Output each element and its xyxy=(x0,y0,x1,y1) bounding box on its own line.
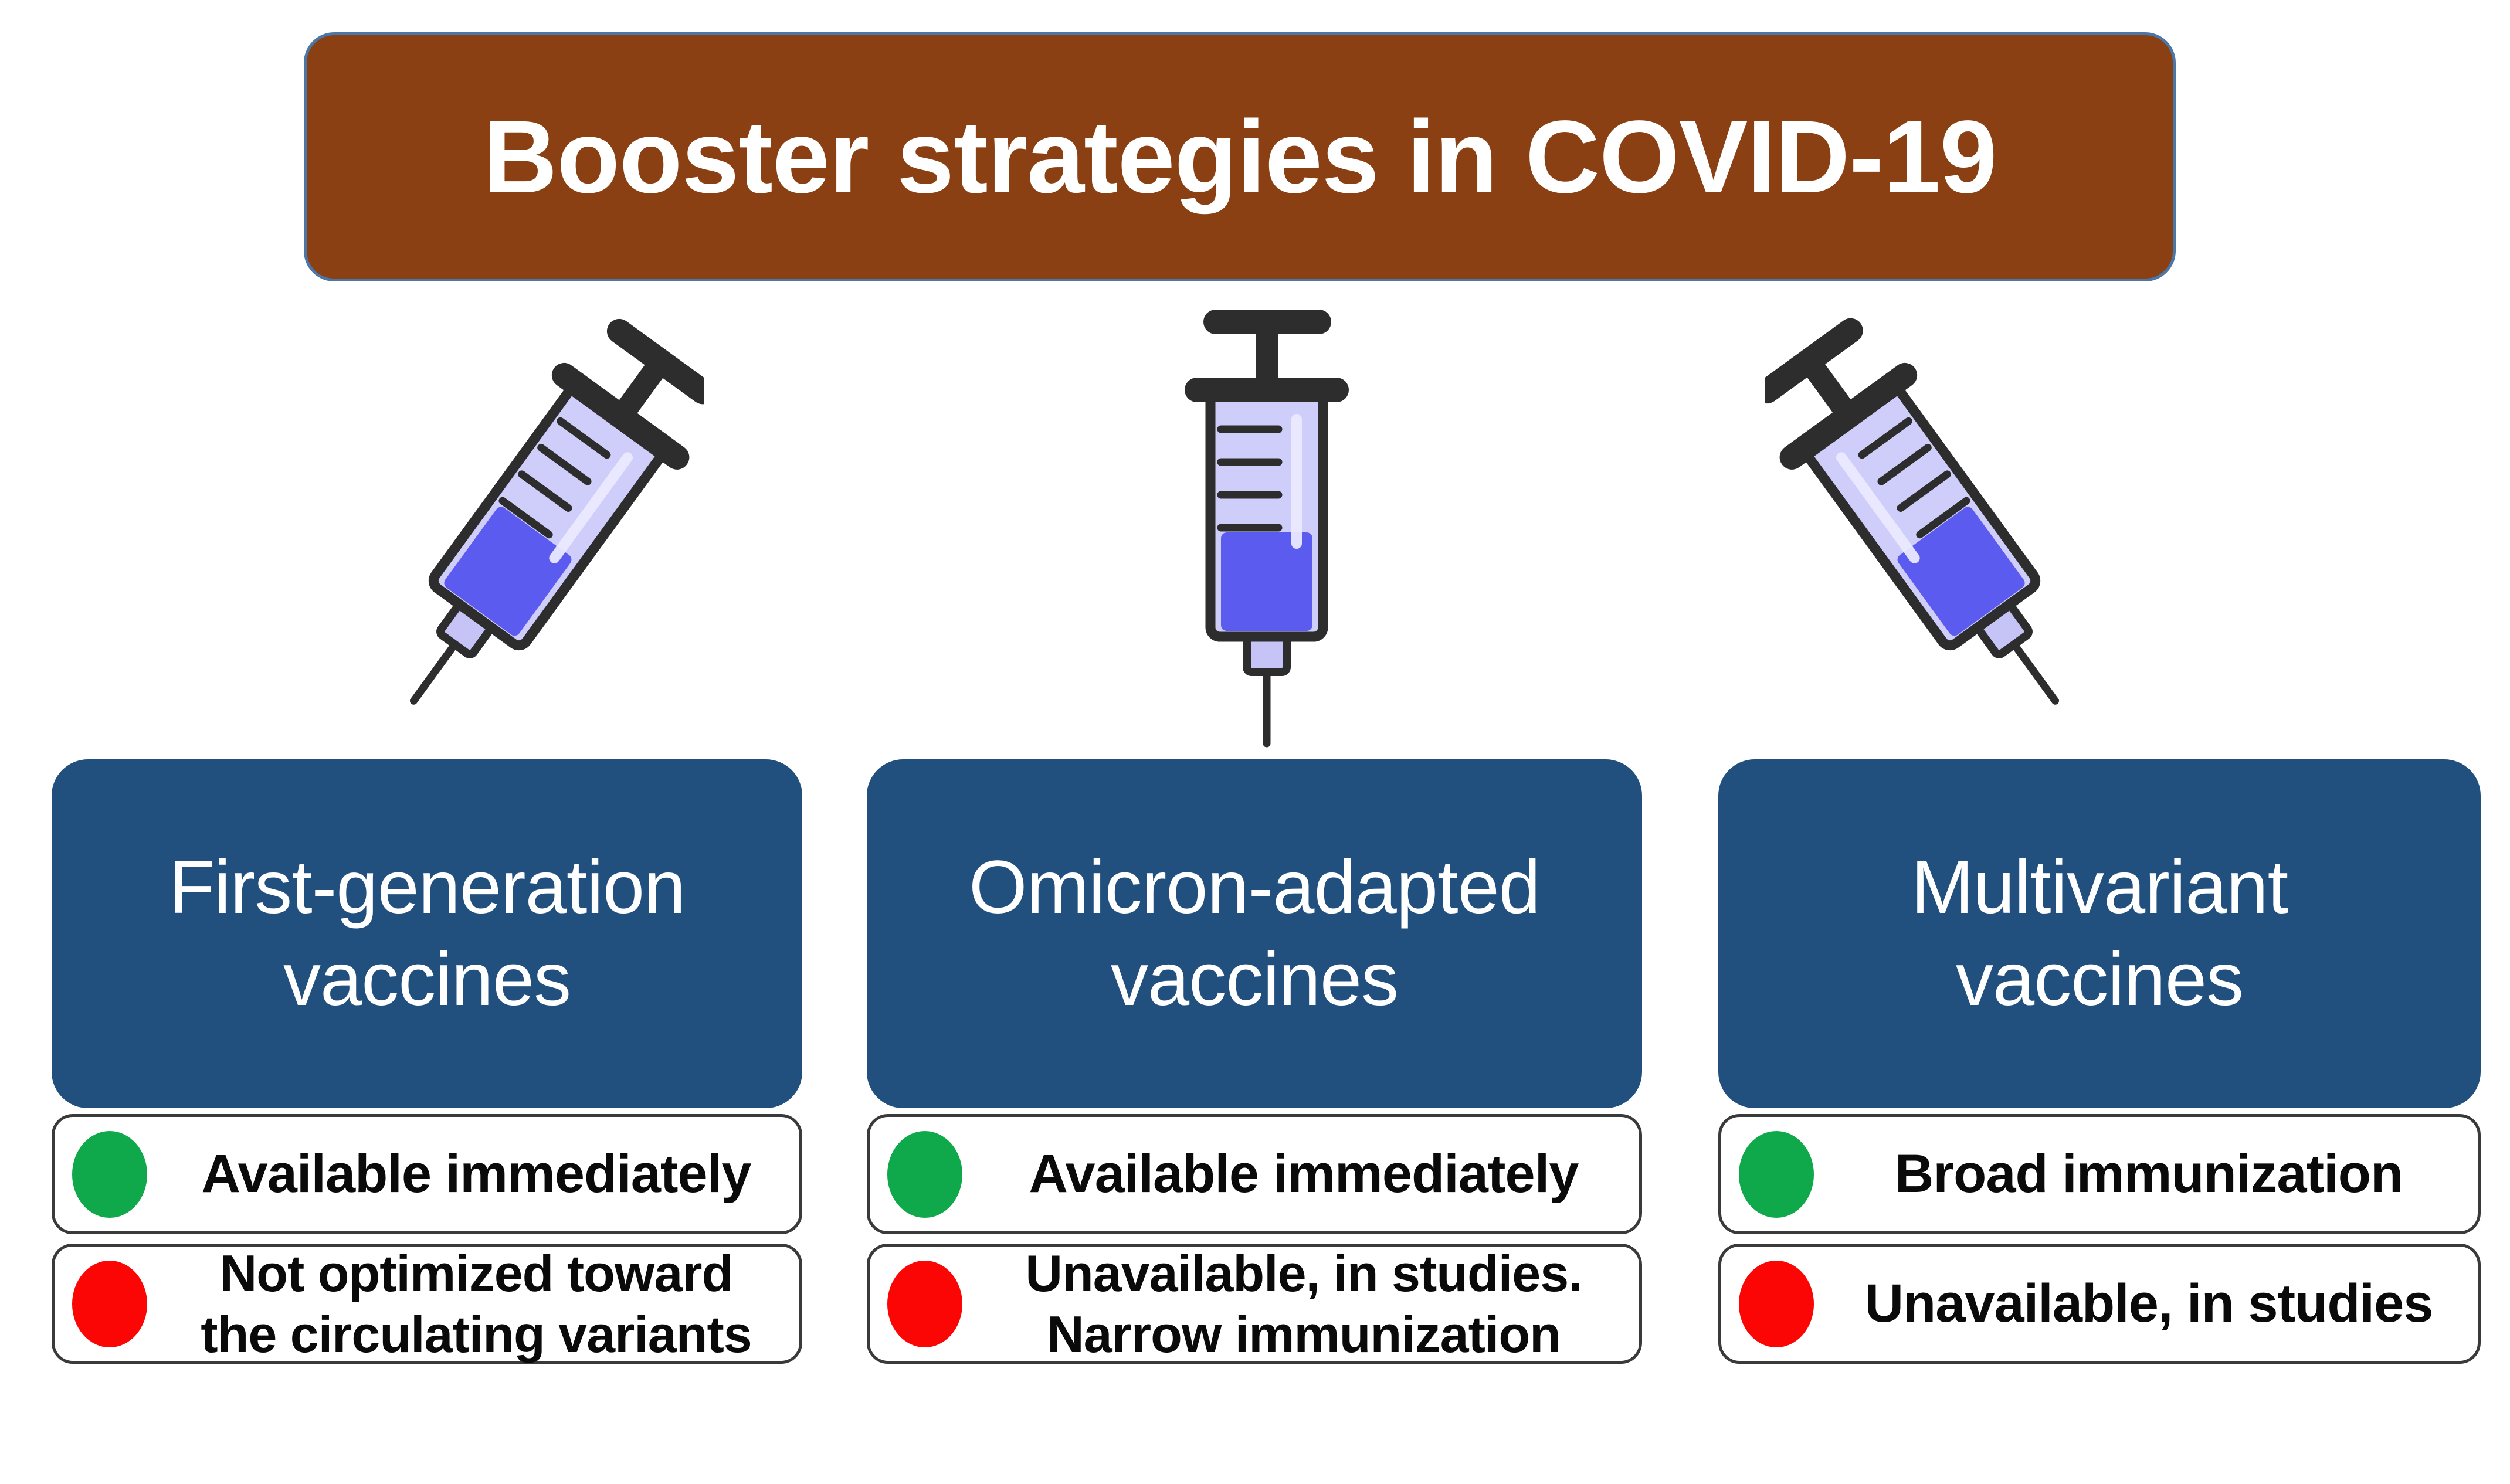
green-status-dot-icon xyxy=(1739,1130,1814,1218)
category-label-line1: Omicron-adapted xyxy=(969,845,1541,930)
bullet-text: Available immediately xyxy=(201,1144,752,1204)
page-title: Booster strategies in COVID-19 xyxy=(483,99,1997,215)
bullet-text-line1: Not optimized toward xyxy=(219,1244,734,1302)
category-label-line2: vaccines xyxy=(1111,937,1399,1021)
red-status-dot-icon xyxy=(887,1260,962,1347)
green-status-dot-icon xyxy=(72,1130,147,1218)
red-status-dot-icon xyxy=(1739,1260,1814,1347)
bullet-box-negative[interactable]: Unavailable, in studies xyxy=(1718,1244,2481,1364)
strategy-column-omicron-adapted: Omicron-adapted vaccines Available immed… xyxy=(867,759,1642,1364)
bullet-text: Broad immunization xyxy=(1894,1144,2403,1204)
red-status-dot-icon xyxy=(72,1260,147,1347)
bullet-text: Not optimized toward the circulating var… xyxy=(164,1243,789,1365)
category-box-first-generation[interactable]: First-generation vaccines xyxy=(52,759,802,1108)
title-banner: Booster strategies in COVID-19 xyxy=(304,32,2176,281)
bullet-box-positive[interactable]: Broad immunization xyxy=(1718,1114,2481,1234)
category-label-line1: Multivariant xyxy=(1911,845,2288,930)
bullet-box-positive[interactable]: Available immediately xyxy=(867,1114,1642,1234)
green-status-dot-icon xyxy=(887,1130,962,1218)
category-label-line1: First-generation xyxy=(168,845,686,930)
category-box-multivariant[interactable]: Multivariant vaccines xyxy=(1718,759,2481,1108)
category-box-omicron-adapted[interactable]: Omicron-adapted vaccines xyxy=(867,759,1642,1108)
syringe-icon xyxy=(1103,305,1431,751)
category-label-line2: vaccines xyxy=(1956,937,2244,1021)
bullet-text-line2: Narrow immunization xyxy=(1047,1305,1561,1363)
category-label: Multivariant vaccines xyxy=(1911,842,2288,1025)
bullet-text: Unavailable, in studies. Narrow immuniza… xyxy=(979,1243,1629,1365)
strategy-column-first-generation: First-generation vaccines Available imme… xyxy=(52,759,802,1364)
syringe-icon xyxy=(1765,305,2094,751)
bullet-box-positive[interactable]: Available immediately xyxy=(52,1114,802,1234)
bullet-text-line1: Unavailable, in studies. xyxy=(1025,1244,1582,1302)
bullet-text-line2: the circulating variants xyxy=(201,1305,752,1363)
category-label-line2: vaccines xyxy=(283,937,571,1021)
syringe-icon xyxy=(375,305,704,751)
bullet-text: Available immediately xyxy=(1029,1144,1579,1204)
category-label: Omicron-adapted vaccines xyxy=(969,842,1541,1025)
bullet-box-negative[interactable]: Not optimized toward the circulating var… xyxy=(52,1244,802,1364)
category-label: First-generation vaccines xyxy=(168,842,686,1025)
bullet-box-negative[interactable]: Unavailable, in studies. Narrow immuniza… xyxy=(867,1244,1642,1364)
bullet-text: Unavailable, in studies xyxy=(1864,1274,2434,1334)
strategy-column-multivariant: Multivariant vaccines Broad immunization… xyxy=(1718,759,2481,1364)
